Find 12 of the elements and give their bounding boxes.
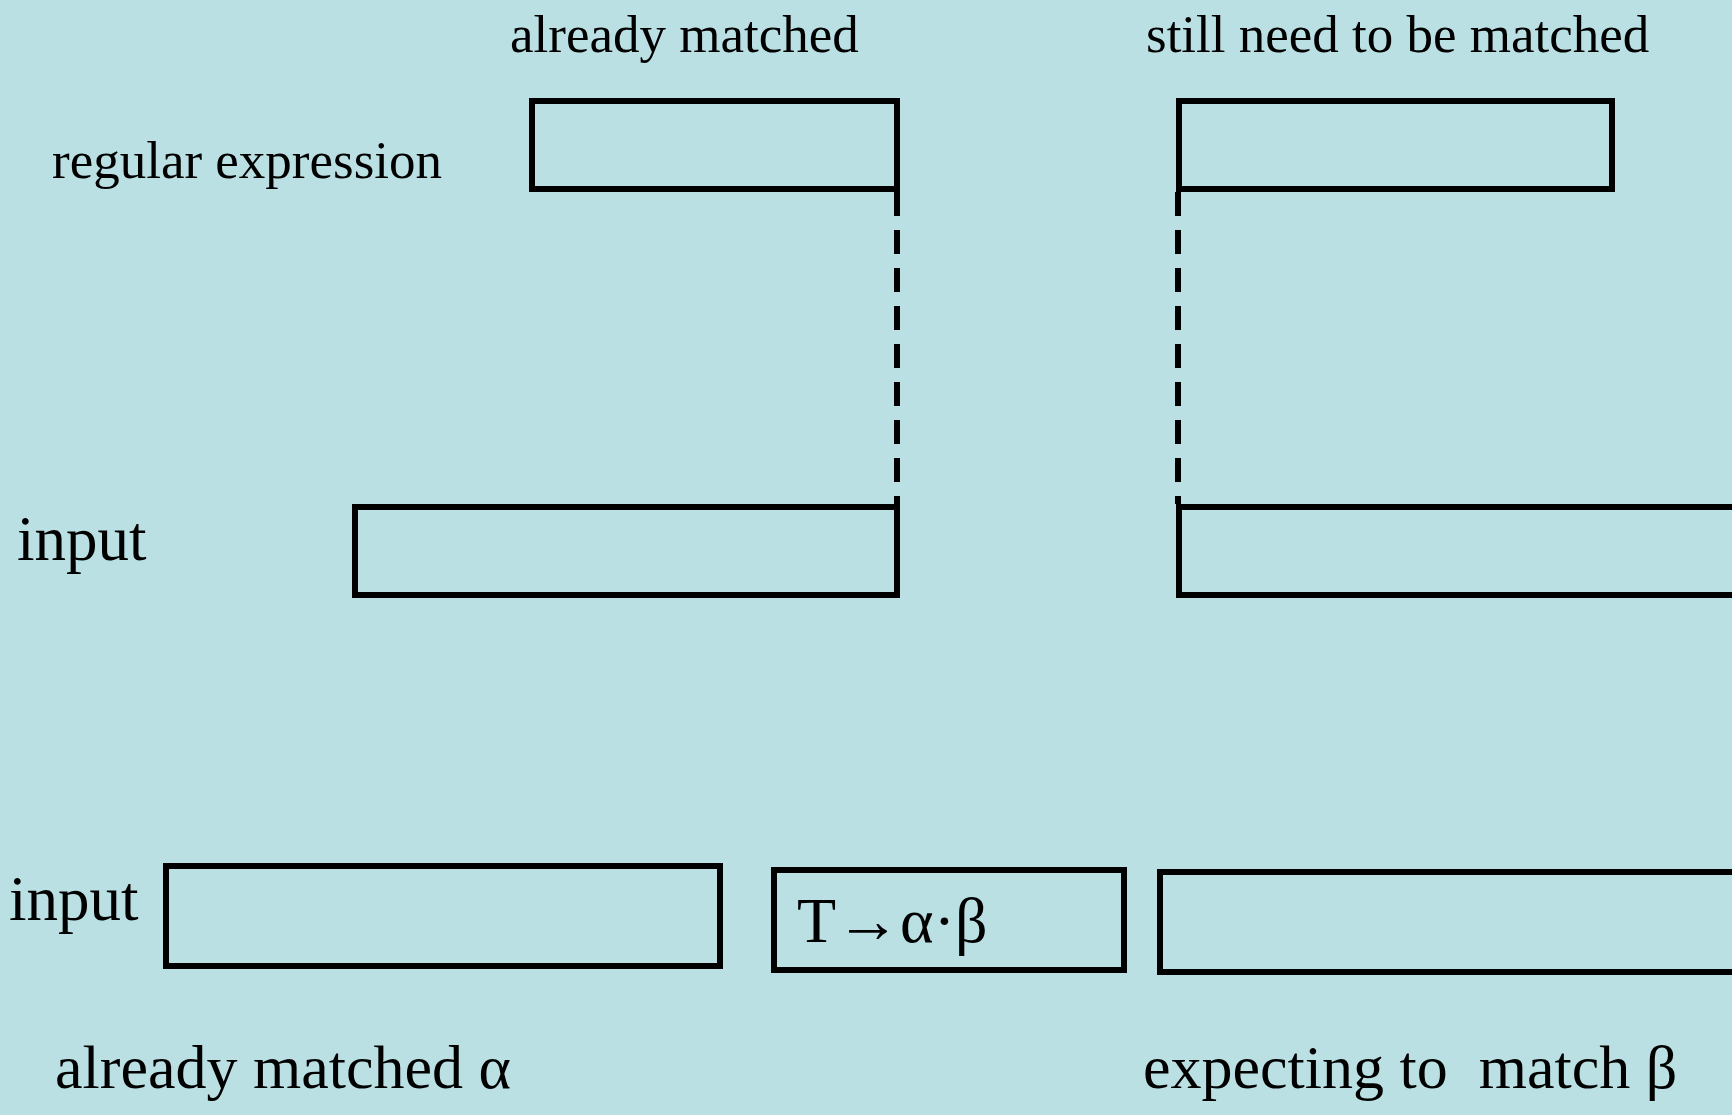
empty-box (1176, 504, 1732, 598)
column-heading: already matched (510, 8, 859, 61)
empty-box (352, 504, 900, 598)
empty-box (1176, 98, 1615, 192)
dashed-line (1175, 192, 1181, 504)
text-box (771, 867, 1127, 973)
empty-box (529, 98, 900, 192)
row-label: regular expression (52, 134, 442, 187)
empty-box (1157, 869, 1732, 975)
column-heading: still need to be matched (1146, 8, 1650, 61)
dashed-line (894, 192, 900, 504)
empty-box (163, 863, 723, 969)
